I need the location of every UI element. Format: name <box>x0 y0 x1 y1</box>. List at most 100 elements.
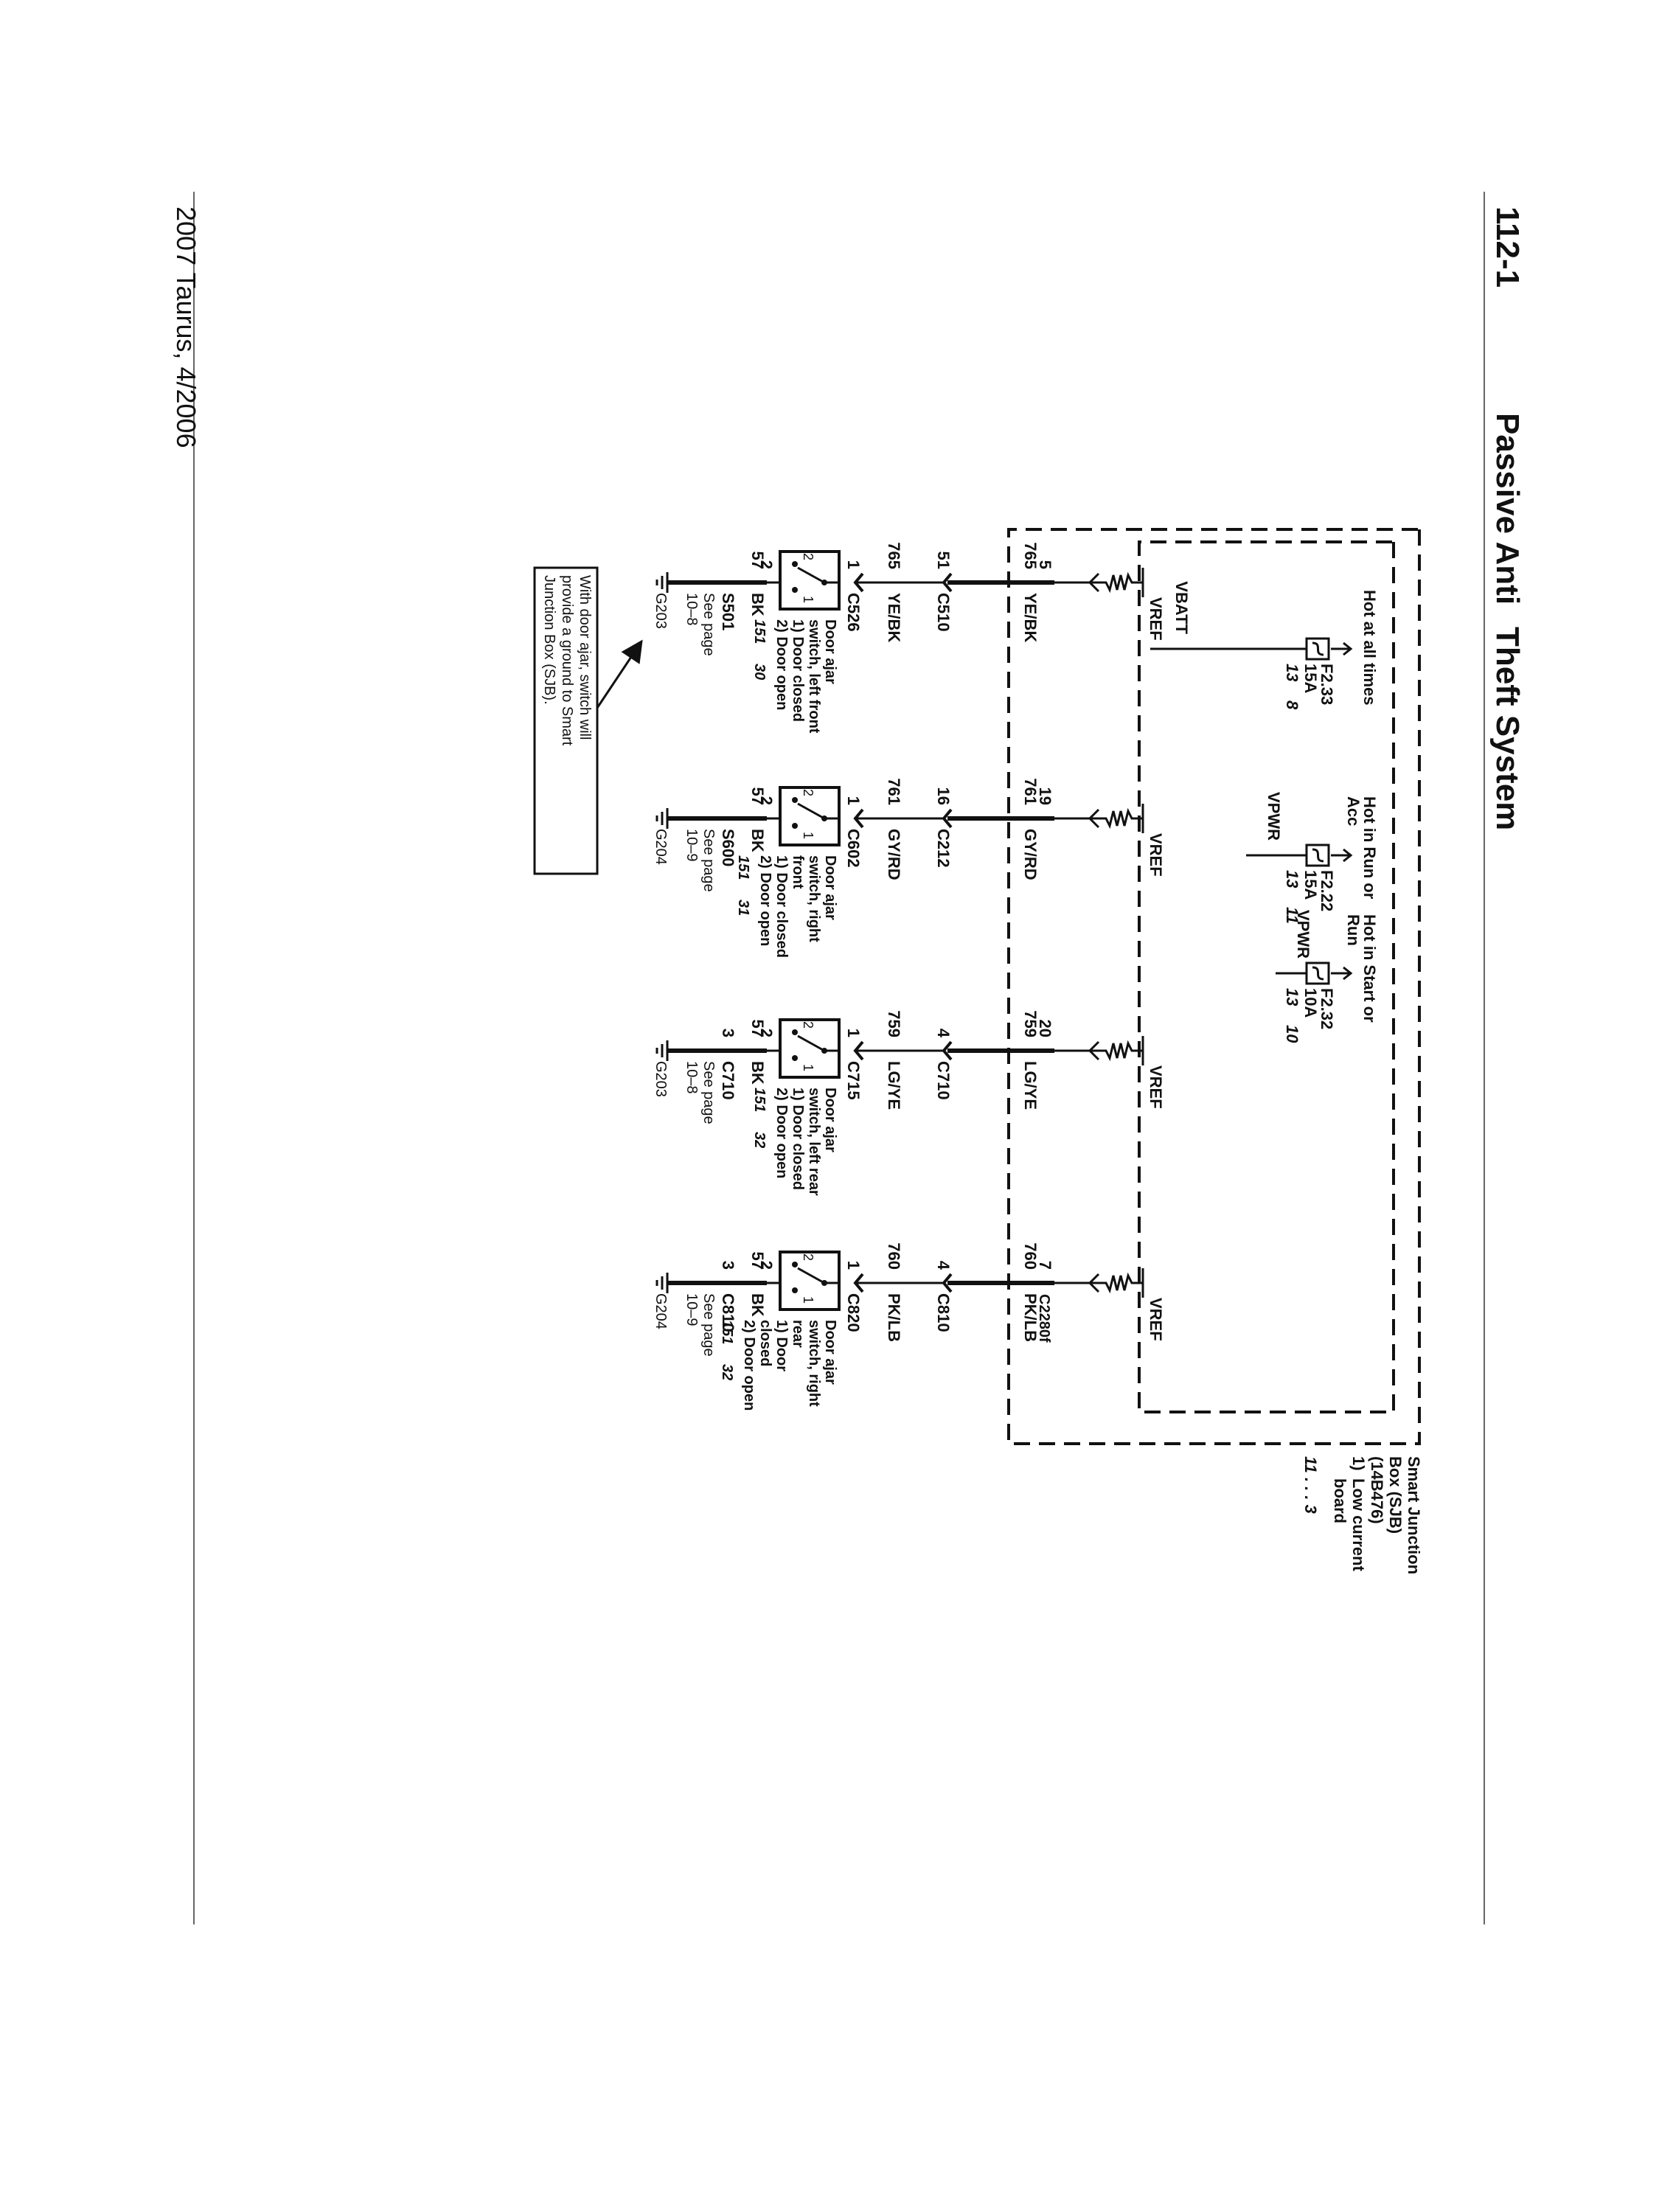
see-page-3: See page <box>700 1293 717 1357</box>
switch-contact-2-1 <box>792 797 798 803</box>
page-footer: 2007 Taurus, 4/2006 <box>171 206 201 448</box>
circuit-0: 765 <box>1021 542 1040 569</box>
switch-blade-2 <box>797 1034 825 1052</box>
switch-contact-1-1 <box>792 823 798 829</box>
ground-circuit-1: 57 <box>748 787 767 805</box>
sjb-name-line-1: Smart Junction <box>1405 1456 1423 1574</box>
switch-conn-2: C715 <box>844 1061 863 1100</box>
inline-pin-0: 51 <box>934 552 953 569</box>
page-title-part-2: Theft System <box>1489 627 1526 830</box>
bus-label-vpwr-1: VPWR <box>1265 792 1283 841</box>
fuse-1-amps: 15A <box>1301 870 1320 900</box>
switch-pos-1-3: 1 <box>801 1296 815 1304</box>
switch-ref-a-0: 151 <box>751 619 768 644</box>
switch-pin-bot-2: 2 <box>757 1029 776 1037</box>
ground-id-3: G204 <box>653 1293 669 1329</box>
fuse-1-id: F2.22 <box>1318 870 1336 911</box>
switch-pos-1-1: 1 <box>801 832 815 839</box>
switch-title-0: switch, left front <box>806 619 822 734</box>
see-page-num-0: 10–8 <box>684 593 700 626</box>
bus-label-vbatt-0: VBATT <box>1172 581 1191 634</box>
switch-title-1: Door ajar <box>822 855 838 920</box>
see-page-0: See page <box>700 593 717 656</box>
wire-color-1: GY/RD <box>1021 829 1040 880</box>
fuse-1-arrow <box>1343 848 1353 863</box>
switch-position-3: 1) Door <box>773 1320 790 1371</box>
switch-title-3: switch, right <box>806 1320 822 1407</box>
callout-line-1: provide a ground to Smart <box>559 575 575 746</box>
switch-ref-b-1: 31 <box>735 900 751 916</box>
switch-pin-top-3: 1 <box>844 1261 863 1270</box>
switch-position-2: 1) Door closed <box>790 1088 806 1190</box>
ground-color-1: BK <box>748 829 767 852</box>
sjb-note-line-2: board <box>1331 1478 1349 1523</box>
sjb-pin-2: 20 <box>1036 1020 1054 1037</box>
inline-conn-0: C510 <box>934 593 953 632</box>
callout-line-0: With door ajar, switch will <box>577 575 593 740</box>
switch-position-3: 2) Door open <box>741 1320 757 1411</box>
see-page-1: See page <box>700 829 717 892</box>
fuse-2-id: F2.32 <box>1318 988 1336 1029</box>
switch-title-3: Door ajar <box>822 1320 838 1385</box>
splice-3: C810 <box>719 1293 737 1332</box>
see-page-num-1: 10–9 <box>684 829 700 862</box>
switch-ref-a-1: 151 <box>735 855 751 880</box>
switch-blade-0 <box>797 566 825 584</box>
switch-ref-a-2: 151 <box>751 1088 768 1112</box>
switch-position-0: 2) Door open <box>773 619 790 710</box>
sjb-name-line-2: Box (SJB) <box>1386 1456 1405 1534</box>
vref-label-3: VREF <box>1147 1298 1165 1341</box>
switch-title-1: front <box>790 855 806 889</box>
fuse-0-ref-b: 8 <box>1283 700 1301 710</box>
fuse-0-arrow <box>1343 641 1353 656</box>
vref-label-1: VREF <box>1147 833 1165 877</box>
switch-conn-symbol-2 <box>853 1040 864 1061</box>
ground-id-2: G203 <box>653 1061 669 1097</box>
sjb-note-index: 1) <box>1349 1456 1368 1471</box>
vref-resistor-1 <box>1091 807 1143 830</box>
sjb-pin-0: 5 <box>1036 560 1054 569</box>
fuse-0-amps: 15A <box>1301 664 1320 693</box>
fuse-1-hot-text: Hot in Run or <box>1360 796 1379 900</box>
fuse-2-hot-text: Run <box>1344 914 1363 946</box>
wire-color2-1: GY/RD <box>885 829 903 880</box>
wire-color-2: LG/YE <box>1021 1061 1040 1110</box>
see-page-2: See page <box>700 1061 717 1124</box>
fuse-0-id: F2.33 <box>1318 664 1336 705</box>
fuse-2-arrow <box>1343 966 1353 981</box>
switch-pin-top-1: 1 <box>844 796 863 805</box>
switch-position-2: 2) Door open <box>773 1088 790 1178</box>
switch-position-0: 1) Door closed <box>790 619 806 722</box>
switch-title-2: switch, left rear <box>806 1088 822 1196</box>
ground-color-3: BK <box>748 1293 767 1317</box>
sjb-connector-label: C2280f <box>1036 1294 1052 1343</box>
switch-conn-symbol-3 <box>853 1273 864 1293</box>
fuse-2-hot-text: Hot in Start or <box>1360 914 1379 1023</box>
switch-pos-1-0: 1 <box>801 596 815 603</box>
vref-label-2: VREF <box>1147 1065 1165 1109</box>
callout-line-2: Junction Box (SJB). <box>541 575 557 705</box>
circuit2-2: 759 <box>885 1010 903 1037</box>
fuse-1-ref-b: 11 <box>1283 907 1301 924</box>
circuit2-3: 760 <box>885 1242 903 1270</box>
sjb-outer-dashed-box <box>1007 528 1421 1445</box>
switch-pos-2-0: 2 <box>801 553 815 560</box>
switch-title-2: Door ajar <box>822 1088 838 1152</box>
vref-resistor-0 <box>1091 571 1143 594</box>
switch-pin-bot-3: 2 <box>757 1261 776 1270</box>
switch-conn-symbol-0 <box>853 572 864 593</box>
switch-conn-symbol-1 <box>853 808 864 829</box>
splice-pin-2: 3 <box>719 1029 737 1037</box>
switch-pos-2-1: 2 <box>801 789 815 796</box>
wire-color-0: YE/BK <box>1021 593 1040 642</box>
switch-conn-1: C602 <box>844 829 863 868</box>
circuit2-1: 761 <box>885 778 903 805</box>
sjb-name-line-3: (14B476) <box>1368 1456 1386 1524</box>
splice-0: S501 <box>719 593 737 630</box>
wire-color-3: PK/LB <box>1021 1293 1040 1342</box>
switch-title-0: Door ajar <box>822 619 838 684</box>
sjb-pin-1: 19 <box>1036 787 1054 805</box>
ground-id-0: G203 <box>653 593 669 629</box>
